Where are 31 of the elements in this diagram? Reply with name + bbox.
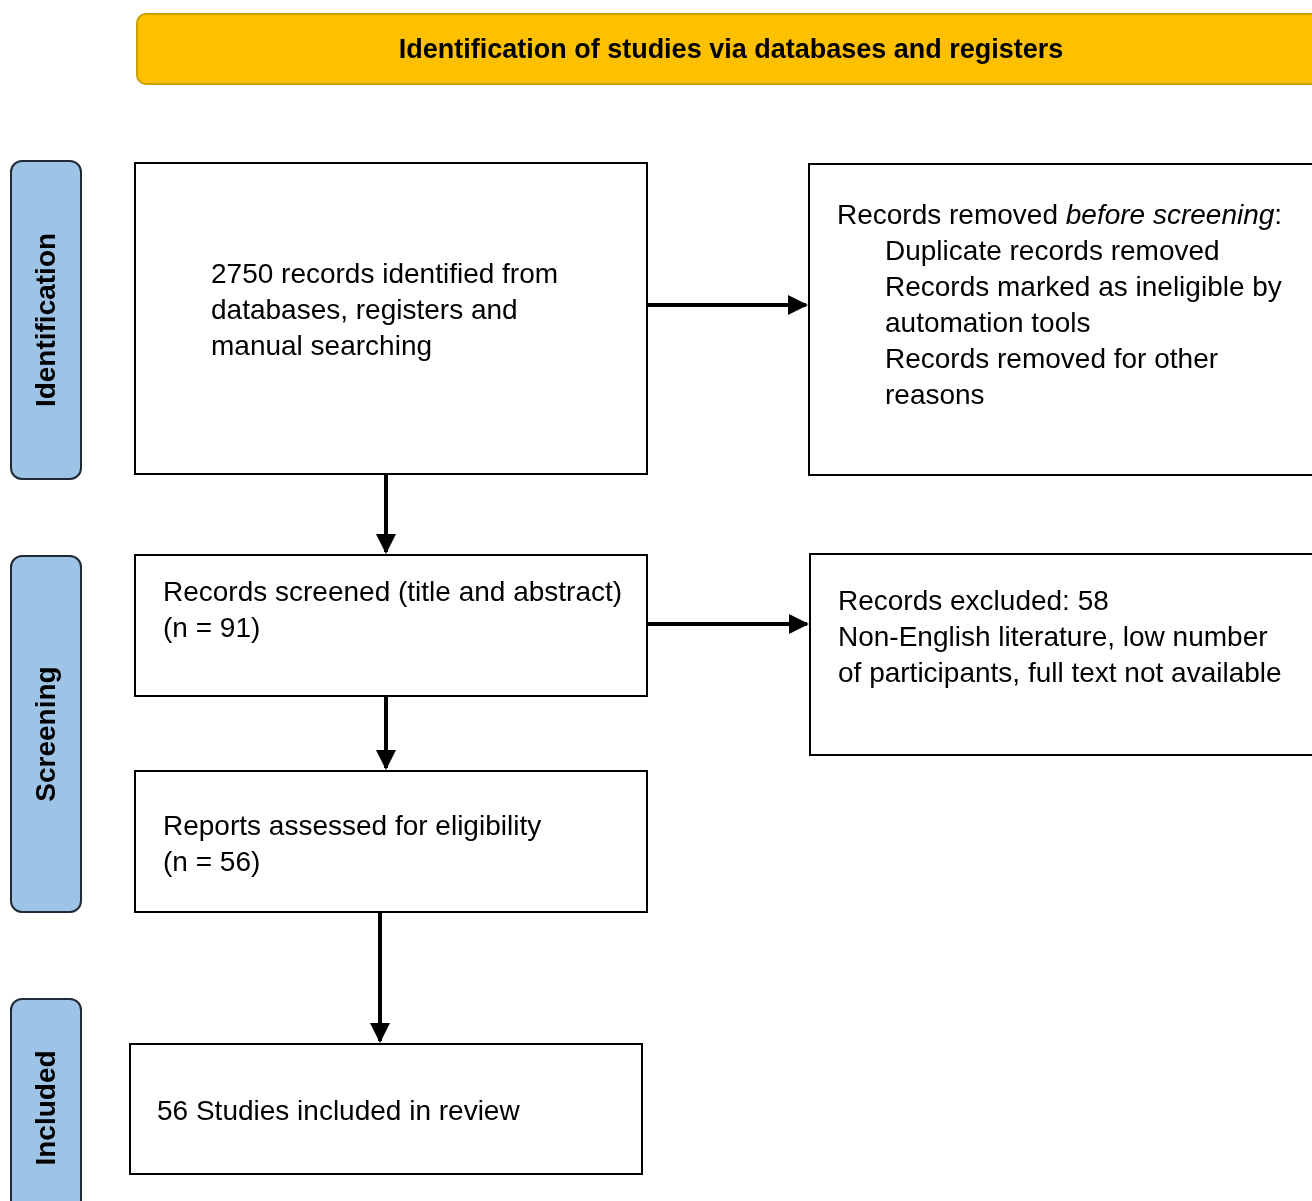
header-band bbox=[136, 13, 1312, 85]
box-text: Records removed before screening: bbox=[837, 198, 1284, 232]
box-detail: Records removed for other reasons bbox=[884, 342, 1220, 412]
process-box bbox=[808, 163, 1312, 476]
box-text: Reports assessed for eligibility bbox=[163, 809, 543, 843]
arrow bbox=[376, 475, 396, 554]
arrow bbox=[370, 913, 390, 1043]
box-detail: (n = 56) bbox=[163, 845, 262, 879]
process-box bbox=[134, 162, 648, 475]
stage-text: Identification bbox=[30, 232, 62, 408]
box-detail: Duplicate records removed bbox=[884, 234, 1221, 268]
stage-label bbox=[10, 555, 82, 913]
box-text: 2750 records identified from databases, registers and manual searching bbox=[211, 257, 560, 363]
process-box bbox=[809, 553, 1312, 756]
stage-text: Included bbox=[30, 1050, 62, 1166]
box-detail: Records marked as ineligible by automation tools bbox=[884, 270, 1283, 340]
process-box bbox=[129, 1043, 643, 1175]
box-detail: (n = 91) bbox=[163, 611, 262, 645]
box-text: Records excluded: 58 bbox=[838, 584, 1110, 618]
stage-label bbox=[10, 998, 82, 1201]
arrow bbox=[648, 295, 808, 315]
stage-label bbox=[10, 160, 82, 480]
box-text: Records screened (title and abstract) bbox=[163, 575, 624, 609]
arrow bbox=[648, 614, 809, 634]
box-text: 56 Studies included in review bbox=[157, 1094, 521, 1128]
box-detail: Non-English literature, low number of participants, full text not available bbox=[838, 620, 1283, 690]
process-box bbox=[134, 554, 648, 697]
process-box bbox=[134, 770, 648, 913]
arrow bbox=[376, 697, 396, 770]
stage-text: Screening bbox=[30, 666, 62, 802]
header-text: Identification of studies via databases and registers bbox=[398, 33, 1064, 65]
